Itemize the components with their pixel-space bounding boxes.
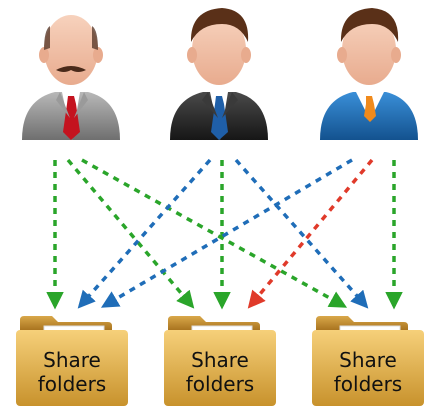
folder-label-line1: Share xyxy=(339,348,397,372)
arrow-green xyxy=(66,158,195,309)
arrow-blue xyxy=(77,158,212,309)
folder-label-line1: Share xyxy=(191,348,249,372)
access-arrows xyxy=(46,158,403,310)
folder-icon xyxy=(312,316,424,406)
folder-label: Share folders xyxy=(17,348,127,396)
folder-label: Share folders xyxy=(165,348,275,396)
folder-label-line1: Share xyxy=(43,348,101,372)
person-bald-mustache-icon xyxy=(22,15,120,140)
folder-label-line2: folders xyxy=(185,372,255,396)
arrow-blue xyxy=(100,158,353,308)
person-dark-suit-icon xyxy=(170,8,268,140)
arrow-blue xyxy=(234,158,369,309)
arrow-green xyxy=(81,158,348,308)
folder-icon xyxy=(16,316,128,406)
arrow-red xyxy=(247,158,374,309)
person-blue-sweater-icon xyxy=(320,8,418,140)
folder-icon xyxy=(164,316,276,406)
folder-label: Share folders xyxy=(313,348,423,396)
folder-label-line2: folders xyxy=(37,372,107,396)
folder-label-line2: folders xyxy=(333,372,403,396)
